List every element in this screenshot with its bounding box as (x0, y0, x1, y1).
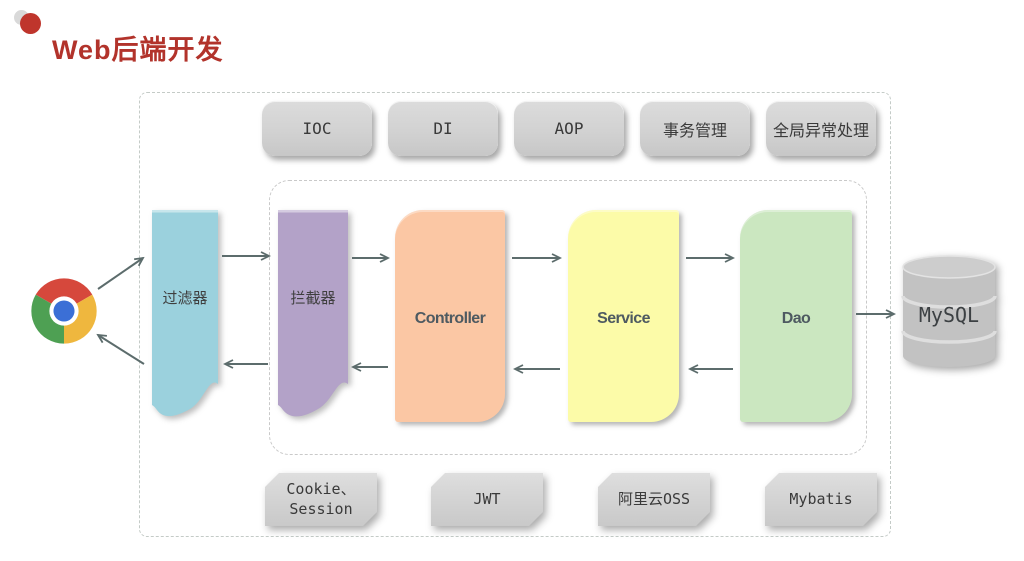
stage-shape-filter (152, 210, 218, 417)
stage-label-dao: Dao (781, 310, 811, 327)
feature-tag-aop: AOP (514, 101, 624, 156)
feature-tag-label: 事务管理 (662, 120, 727, 140)
feature-tag-global-exception: 全局异常处理 (766, 101, 876, 156)
inner-dashed-container (269, 180, 867, 455)
feature-tag-label: 全局异常处理 (772, 120, 869, 140)
tech-tag-label: Mybatis (789, 489, 853, 508)
tech-tag-label-line1: Cookie、 (286, 480, 356, 498)
page-title: Web后端开发 (52, 35, 224, 65)
stage-shape-service (568, 210, 679, 422)
tech-tag-label: JWT (473, 489, 501, 508)
stage-shape-interceptor (278, 210, 348, 417)
database-label: MySQL (918, 303, 980, 327)
feature-tag-di: DI (388, 101, 498, 156)
feature-tag-label: AOP (554, 119, 584, 138)
stage-shape-controller (395, 210, 505, 422)
arrow-browser-to-filter (97, 258, 143, 290)
stage-label-service: Service (597, 310, 650, 327)
tech-tag-label-line2: Session (289, 499, 353, 518)
stage-label-filter: 过滤器 (162, 290, 208, 307)
arrow-filter-to-browser (98, 335, 145, 365)
tech-tag-aliyun-oss: 阿里云OSS (598, 473, 710, 526)
decorative-dot-red (20, 13, 41, 34)
stage-label-controller: Controller (414, 310, 486, 327)
stage-shape-dao (740, 210, 852, 422)
stage-label-interceptor: 拦截器 (290, 290, 336, 307)
database-cylinder-icon (901, 255, 997, 367)
chrome-browser-icon (31, 278, 97, 344)
tech-tag-cookie-session: Cookie、 Session (265, 473, 377, 526)
feature-tag-label: DI (433, 119, 453, 138)
tech-tag-mybatis: Mybatis (765, 473, 877, 526)
feature-tag-transaction: 事务管理 (640, 101, 750, 156)
tech-tag-label: 阿里云OSS (617, 489, 691, 508)
feature-tag-label: IOC (302, 119, 332, 138)
feature-tag-ioc: IOC (262, 101, 372, 156)
tech-tag-jwt: JWT (431, 473, 543, 526)
